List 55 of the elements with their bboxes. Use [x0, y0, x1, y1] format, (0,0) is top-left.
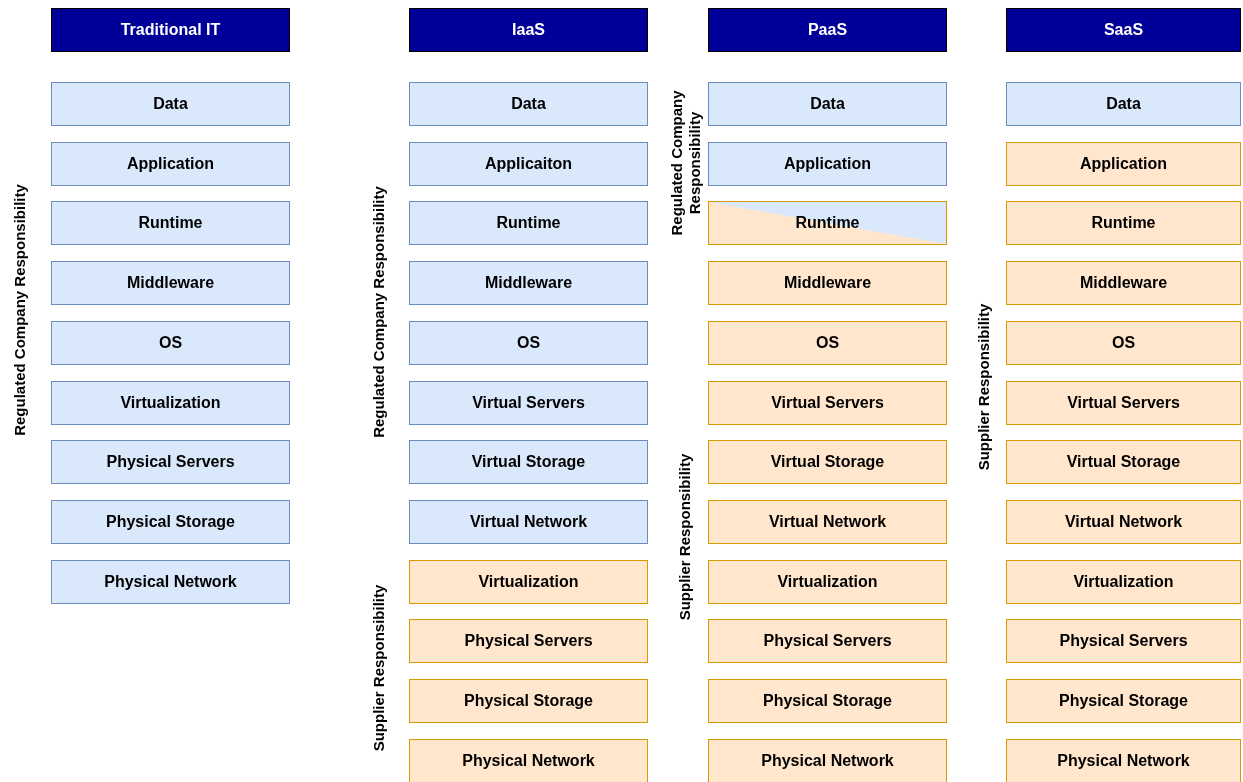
layer-box: Physical Network	[708, 738, 947, 782]
responsibility-label: Supplier Responsibility	[675, 452, 694, 623]
responsibility-label: Regulated Company Responsibility	[667, 89, 704, 238]
layer-box: Physical Network	[409, 738, 648, 782]
layer-box: Runtime	[1006, 201, 1241, 246]
layer-box: Middleware	[409, 261, 648, 306]
layer-box: Physical Servers	[1006, 619, 1241, 664]
layer-box: Physical Storage	[1006, 679, 1241, 723]
layer-box: Application	[51, 141, 290, 186]
layer-box: Runtime	[51, 201, 290, 246]
layer-box: Virtual Network	[1006, 499, 1241, 544]
layer-box: Physical Storage	[51, 499, 290, 544]
layer-box: Virtual Storage	[409, 440, 648, 485]
layer-box: Data	[708, 82, 947, 126]
responsibility-label: Regulated Company Responsibility	[10, 183, 29, 438]
layer-box: Virtual Network	[708, 499, 947, 544]
layer-box: Physical Servers	[409, 619, 648, 664]
layer-box: Physical Servers	[51, 440, 290, 485]
layer-box: Physical Servers	[708, 619, 947, 664]
layer-box: Virtual Servers	[708, 380, 947, 425]
layer-box: Virtual Storage	[1006, 440, 1241, 485]
layer-box: OS	[51, 320, 290, 365]
layer-box: Data	[409, 82, 648, 126]
responsibility-label: Supplier Responsibility	[974, 302, 993, 473]
layer-box: Virtualization	[51, 380, 290, 425]
column-header: PaaS	[708, 8, 947, 52]
responsibility-label: Regulated Company Responsibility	[369, 185, 388, 440]
layer-box: Virtualization	[708, 559, 947, 604]
layer-box: Physical Storage	[708, 679, 947, 723]
layer-box: Virtualization	[409, 559, 648, 604]
layer-box: Data	[1006, 82, 1241, 126]
layer-box: OS	[1006, 320, 1241, 365]
layer-box: Application	[708, 141, 947, 186]
layer-box: Physical Storage	[409, 679, 648, 723]
layer-box: Middleware	[1006, 261, 1241, 306]
layer-box: Application	[1006, 141, 1241, 186]
layer-box: Virtualization	[1006, 559, 1241, 604]
layer-box: Runtime	[708, 201, 947, 246]
layer-box: Physical Network	[51, 559, 290, 604]
column-header: SaaS	[1006, 8, 1241, 52]
layer-box: Middleware	[708, 261, 947, 306]
layer-box: Applicaiton	[409, 141, 648, 186]
column-header: Traditional IT	[51, 8, 290, 52]
column-header: IaaS	[409, 8, 648, 52]
layer-box: OS	[409, 320, 648, 365]
layer-box: Virtual Network	[409, 499, 648, 544]
layer-box: Virtual Servers	[409, 380, 648, 425]
layer-box: Physical Network	[1006, 738, 1241, 782]
layer-box: Virtual Storage	[708, 440, 947, 485]
layer-box: Runtime	[409, 201, 648, 246]
layer-box: OS	[708, 320, 947, 365]
responsibility-label: Supplier Responsibility	[369, 583, 388, 754]
layer-box: Virtual Servers	[1006, 380, 1241, 425]
layer-box: Data	[51, 82, 290, 126]
layer-box: Middleware	[51, 261, 290, 306]
